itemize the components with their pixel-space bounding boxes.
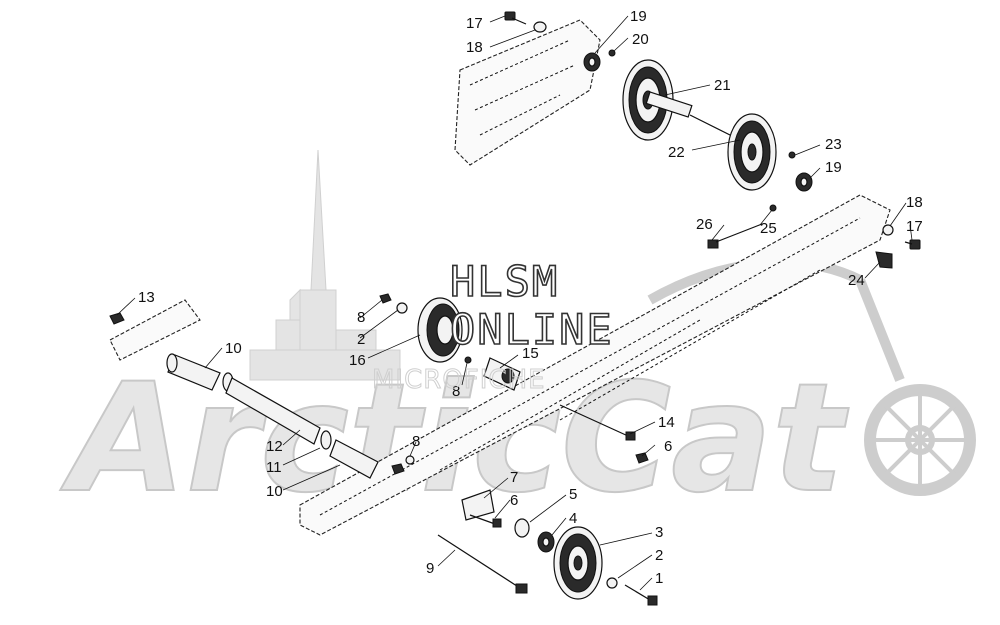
callout-15: 15 xyxy=(522,345,539,362)
washer-2-upper xyxy=(396,302,408,314)
washer-23 xyxy=(788,151,796,159)
callout-18-lower: 18 xyxy=(906,194,923,211)
callout-6-upper: 6 xyxy=(664,438,672,455)
washer-20 xyxy=(608,49,616,57)
callout-24: 24 xyxy=(848,272,865,289)
callout-11: 11 xyxy=(266,459,282,476)
long-bolt-9 xyxy=(437,534,528,594)
callout-2-upper: 2 xyxy=(357,331,365,348)
callout-12: 12 xyxy=(266,438,283,455)
lower-idler-wheel-3 xyxy=(553,526,603,600)
callout-8-lower: 8 xyxy=(412,433,420,450)
callout-14: 14 xyxy=(658,414,675,431)
watermark-line-2: ONLINE xyxy=(450,305,614,354)
bolt-17-lower xyxy=(904,239,921,250)
callout-16: 16 xyxy=(349,352,366,369)
callout-4: 4 xyxy=(569,510,577,527)
rear-axle-wheel-21 xyxy=(622,59,761,151)
lower-bracket-7 xyxy=(461,489,495,521)
rear-rail-lower xyxy=(299,194,891,536)
bearing-19-lower xyxy=(795,172,813,192)
bolt-1 xyxy=(624,584,658,606)
rear-axle-wheel-22 xyxy=(727,113,777,191)
callout-23: 23 xyxy=(825,136,842,153)
bolt-26 xyxy=(707,223,763,249)
callout-8-mid: 8 xyxy=(452,383,460,400)
shaft-12 xyxy=(225,377,321,445)
bolt-14 xyxy=(559,404,636,441)
nut-8-upper xyxy=(379,293,392,304)
watermark-line-3: MICROFICHE xyxy=(372,365,546,395)
callout-1: 1 xyxy=(655,570,663,587)
callout-21: 21 xyxy=(714,77,731,94)
callout-25: 25 xyxy=(760,220,777,237)
callout-17-lower: 17 xyxy=(906,218,923,235)
callout-20: 20 xyxy=(632,31,649,48)
spacer-tube-10-upper xyxy=(166,353,221,391)
watermark-line-1: HLSM xyxy=(450,257,559,306)
callout-19-lower: 19 xyxy=(825,159,842,176)
rear-rail-upper xyxy=(454,19,601,166)
upper-idler-wheel-16 xyxy=(417,297,463,363)
callout-9: 9 xyxy=(426,560,434,577)
callout-10-lower: 10 xyxy=(266,483,283,500)
cap-24 xyxy=(875,251,893,269)
cathedral-watermark xyxy=(249,149,401,381)
callout-6-lower: 6 xyxy=(510,492,518,509)
nut-6-upper xyxy=(635,452,649,464)
spacer-tube-10-lower xyxy=(329,439,379,479)
hlsm-watermark: HLSM ONLINE MICROFICHE xyxy=(372,256,614,395)
callout-22: 22 xyxy=(668,144,685,161)
washer-2-lower xyxy=(606,577,618,589)
callout-10-upper: 10 xyxy=(225,340,242,357)
washer-18-upper xyxy=(533,21,547,33)
callout-7: 7 xyxy=(510,469,518,486)
washer-25 xyxy=(769,204,777,212)
callout-26: 26 xyxy=(696,216,713,233)
bearing-4 xyxy=(537,531,555,553)
bolt-6-lower xyxy=(469,514,502,528)
callout-labels: 17 18 19 20 21 22 23 19 18 17 26 25 24 1… xyxy=(138,8,923,587)
nut-8-lower xyxy=(391,463,405,475)
washer-8-lower xyxy=(405,455,415,465)
bearing-19-upper xyxy=(583,52,601,72)
leader-lines xyxy=(116,15,913,591)
callout-13: 13 xyxy=(138,289,155,306)
front-rail-left xyxy=(109,299,201,361)
callout-18-upper: 18 xyxy=(466,39,483,56)
callout-2-lower: 2 xyxy=(655,547,663,564)
callout-5: 5 xyxy=(569,486,577,503)
spacer-ring-11-lower xyxy=(320,430,332,450)
callout-17-upper: 17 xyxy=(466,15,483,32)
nut-13 xyxy=(109,312,125,325)
washer-18-lower xyxy=(882,224,894,236)
bracket-15 xyxy=(483,357,521,391)
bolt-17-upper xyxy=(504,11,527,25)
callout-19-upper: 19 xyxy=(630,8,647,25)
callout-3: 3 xyxy=(655,524,663,541)
retaining-ring-5 xyxy=(514,518,530,538)
callout-8-upper: 8 xyxy=(357,309,365,326)
washer-8-mid xyxy=(464,356,472,364)
